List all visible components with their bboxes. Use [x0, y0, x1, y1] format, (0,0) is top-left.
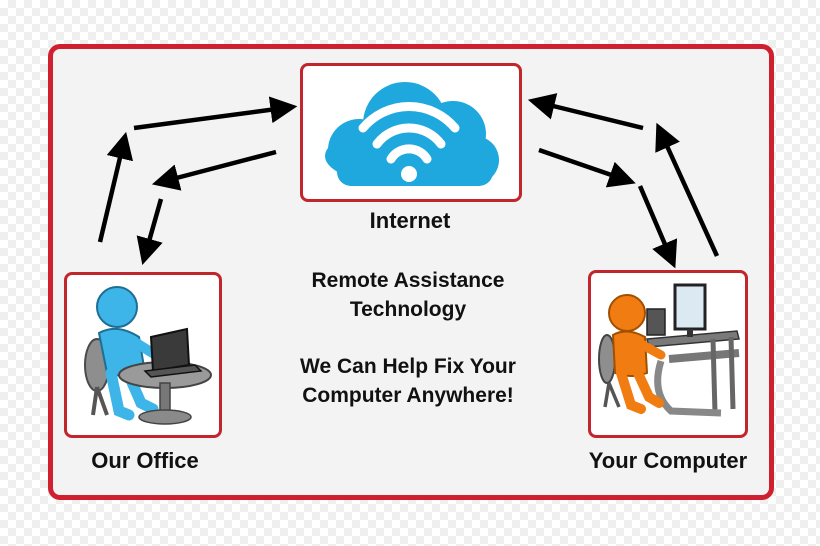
arrow-to-internet-right — [527, 93, 644, 131]
arrow-computer-down — [637, 185, 678, 269]
center-line-1: Remote Assistance — [311, 269, 505, 292]
center-line-2: Technology — [349, 298, 467, 321]
internet-node — [300, 63, 522, 202]
arrow-office-up — [97, 131, 134, 243]
arrow-from-internet-left — [151, 149, 277, 191]
arrow-office-down — [136, 198, 164, 265]
wifi-cloud-icon — [325, 82, 499, 186]
center-line-4: Computer Anywhere! — [302, 384, 514, 407]
computer-label: Your Computer — [588, 448, 748, 473]
person-at-desktop-icon — [598, 283, 740, 417]
arrow-to-internet-left — [133, 96, 298, 131]
internet-label: Internet — [369, 208, 451, 233]
computer-node — [588, 270, 748, 438]
arrow-from-internet-right — [538, 147, 636, 188]
person-at-laptop-icon — [84, 286, 212, 425]
office-node — [64, 272, 222, 438]
center-line-3: We Can Help Fix Your — [300, 355, 516, 378]
office-label: Our Office — [91, 448, 199, 473]
arrow-computer-up — [655, 122, 720, 257]
